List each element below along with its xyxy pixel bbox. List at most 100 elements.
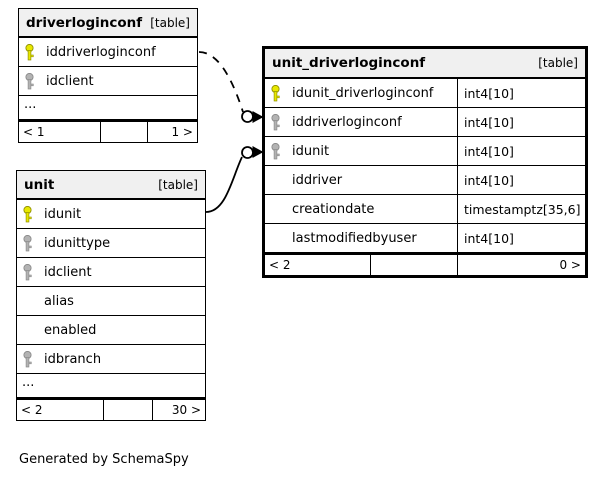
column-name-cell: lastmodifiedbyuser xyxy=(285,224,457,252)
column-name-cell: enabled xyxy=(37,316,205,344)
column-label: idunit xyxy=(44,206,82,222)
table-row[interactable]: iddriver int4[10] xyxy=(265,166,585,195)
footer-child-count: 0 > xyxy=(559,258,581,272)
table-row[interactable]: idbranch xyxy=(17,345,205,374)
column-label: creationdate xyxy=(292,201,375,217)
column-type-cell: int4[10] xyxy=(457,79,585,107)
column-type-cell: timestamptz[35,6] xyxy=(457,195,585,223)
table-row[interactable]: idclient xyxy=(17,258,205,287)
table-type-tag: [table] xyxy=(150,15,190,30)
column-name-cell: iddriverloginconf xyxy=(39,38,197,66)
table-unit-driverloginconf[interactable]: unit_driverloginconf [table] idunit_driv… xyxy=(262,46,588,278)
footer-middle xyxy=(100,122,148,142)
column-type-label: int4[10] xyxy=(464,143,514,159)
table-row[interactable]: enabled xyxy=(17,316,205,345)
table-driverloginconf-header: driverloginconf [table] xyxy=(19,9,197,38)
column-name-cell: idunit xyxy=(285,137,457,165)
footer-middle xyxy=(370,255,458,275)
table-row[interactable]: creationdate timestamptz[35,6] xyxy=(265,195,585,224)
ellipsis-label: ... xyxy=(24,97,37,112)
no-key-spacer xyxy=(17,287,37,315)
column-label: idbranch xyxy=(44,351,102,367)
footer-parent-count: < 2 xyxy=(21,403,43,417)
ellipsis-cell: ... xyxy=(17,374,205,397)
table-row[interactable]: iddriverloginconf xyxy=(19,38,197,67)
foreign-key-icon xyxy=(17,258,37,286)
column-type-label: int4[10] xyxy=(464,85,514,101)
table-name: unit_driverloginconf xyxy=(272,55,426,71)
column-name-cell: alias xyxy=(37,287,205,315)
table-footer-row: < 1 1 > xyxy=(19,120,197,142)
footer-child-count: 1 > xyxy=(171,125,193,139)
table-row[interactable]: idunit xyxy=(17,200,205,229)
table-footer-row: < 2 0 > xyxy=(265,253,585,275)
table-type-tag: [table] xyxy=(158,177,198,192)
column-name-cell: idunit xyxy=(37,200,205,228)
foreign-key-icon xyxy=(265,108,285,136)
column-type-label: int4[10] xyxy=(464,114,514,130)
generated-by-label: Generated by SchemaSpy xyxy=(19,452,189,467)
column-label: idunittype xyxy=(44,235,111,251)
column-type-cell: int4[10] xyxy=(457,224,585,252)
column-name-cell: creationdate xyxy=(285,195,457,223)
no-key-spacer xyxy=(265,224,285,252)
column-type-cell: int4[10] xyxy=(457,108,585,136)
column-label: idclient xyxy=(44,264,92,280)
column-name-cell: idbranch xyxy=(37,345,205,373)
edge-driverloginconf-to-unit-driverloginconf xyxy=(198,51,264,123)
column-name-cell: idunit_driverloginconf xyxy=(285,79,457,107)
table-driverloginconf[interactable]: driverloginconf [table] iddriverlogincon… xyxy=(18,8,198,143)
column-type-cell: int4[10] xyxy=(457,166,585,194)
ellipsis-cell: ... xyxy=(19,96,197,119)
primary-key-icon xyxy=(19,38,39,66)
column-type-label: timestamptz[35,6] xyxy=(464,201,581,217)
table-name: driverloginconf xyxy=(26,14,143,31)
table-row[interactable]: alias xyxy=(17,287,205,316)
table-footer-row: < 2 30 > xyxy=(17,398,205,420)
table-row[interactable]: idclient xyxy=(19,67,197,96)
no-key-spacer xyxy=(265,195,285,223)
column-label: enabled xyxy=(44,322,97,338)
table-row[interactable]: lastmodifiedbyuser int4[10] xyxy=(265,224,585,253)
table-unit[interactable]: unit [table] idunit xyxy=(16,170,206,421)
primary-key-icon xyxy=(265,79,285,107)
table-unit-header: unit [table] xyxy=(17,171,205,200)
column-label: iddriverloginconf xyxy=(292,114,402,130)
table-row[interactable]: iddriverloginconf int4[10] xyxy=(265,108,585,137)
column-name-cell: iddriverloginconf xyxy=(285,108,457,136)
footer-middle xyxy=(103,400,153,420)
footer-child-count: 30 > xyxy=(171,403,201,417)
table-type-tag: [table] xyxy=(538,56,578,70)
column-type-cell: int4[10] xyxy=(457,137,585,165)
ellipsis-label: ... xyxy=(22,375,35,390)
column-label: idclient xyxy=(46,73,94,89)
no-key-spacer xyxy=(17,316,37,344)
primary-key-icon xyxy=(17,200,37,228)
column-name-cell: idclient xyxy=(37,258,205,286)
column-label: iddriver xyxy=(292,172,343,188)
more-columns-row: ... xyxy=(19,96,197,120)
foreign-key-icon xyxy=(265,137,285,165)
column-label: lastmodifiedbyuser xyxy=(292,230,417,246)
edge-unit-to-unit-driverloginconf xyxy=(205,146,264,213)
column-label: idunit xyxy=(292,143,330,159)
column-label: idunit_driverloginconf xyxy=(292,85,434,101)
column-name-cell: iddriver xyxy=(285,166,457,194)
column-label: iddriverloginconf xyxy=(46,44,156,60)
table-row[interactable]: idunit_driverloginconf int4[10] xyxy=(265,79,585,108)
footer-parent-count: < 1 xyxy=(23,125,45,139)
column-name-cell: idunittype xyxy=(37,229,205,257)
column-name-cell: idclient xyxy=(39,67,197,95)
foreign-key-icon xyxy=(19,67,39,95)
table-unit-driverloginconf-header: unit_driverloginconf [table] xyxy=(265,49,585,79)
foreign-key-icon xyxy=(17,229,37,257)
column-type-label: int4[10] xyxy=(464,172,514,188)
table-row[interactable]: idunittype xyxy=(17,229,205,258)
column-type-label: int4[10] xyxy=(464,230,514,246)
no-key-spacer xyxy=(265,166,285,194)
table-row[interactable]: idunit int4[10] xyxy=(265,137,585,166)
footer-parent-count: < 2 xyxy=(269,258,291,272)
column-label: alias xyxy=(44,293,74,309)
more-columns-row: ... xyxy=(17,374,205,398)
